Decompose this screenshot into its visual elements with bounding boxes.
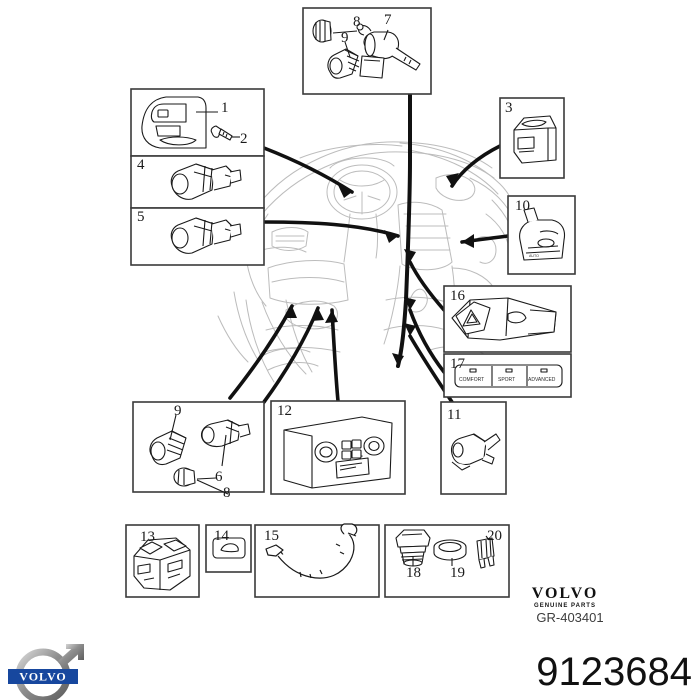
callout-9-lower: 9 — [174, 403, 182, 419]
callout-19: 19 — [450, 565, 465, 581]
part-box-harness — [254, 523, 380, 598]
part-box-switch-5 — [130, 207, 265, 266]
callout-14: 14 — [214, 528, 229, 544]
callout-7: 7 — [384, 12, 392, 28]
part-box-drive-mode: COMFORT SPORT ADVANCED — [443, 353, 572, 398]
callout-5: 5 — [137, 209, 145, 225]
drive-mode-advanced-label: ADVANCED — [528, 377, 556, 383]
part-box-lighter-parts — [132, 401, 265, 493]
callout-20: 20 — [487, 528, 502, 544]
callout-13: 13 — [140, 529, 155, 545]
part-box-ignition — [302, 7, 432, 95]
volvo-logo-text: VOLVO — [19, 670, 66, 684]
footer-bar: VOLVO 9123684 — [0, 644, 700, 700]
part-box-window-block — [125, 524, 200, 598]
callout-2: 2 — [240, 131, 248, 147]
callout-12: 12 — [277, 403, 292, 419]
brand-genuine-parts-text: GENUINE PARTS — [534, 603, 596, 609]
callout-8: 8 — [353, 14, 361, 30]
callout-1: 1 — [221, 100, 229, 116]
reference-code: GR-403401 — [536, 610, 604, 625]
callout-6: 6 — [215, 469, 223, 485]
leader-arrowheads — [284, 173, 474, 366]
part-box-brake-switch — [440, 401, 507, 495]
callout-18: 18 — [406, 565, 421, 581]
drive-mode-sport-label: SPORT — [498, 377, 515, 383]
part-box-headlight-switch: AUTO — [507, 195, 576, 275]
part-box-hazard-switch — [443, 285, 572, 353]
callout-9: 9 — [341, 30, 349, 46]
volvo-logo: VOLVO — [8, 644, 84, 700]
callout-17: 17 — [450, 356, 465, 372]
callout-3: 3 — [505, 100, 513, 116]
part-box-tailgate-button — [205, 524, 252, 573]
brand-volvo-text: VOLVO — [531, 585, 599, 602]
part-number: 9123684 — [536, 650, 692, 694]
part-box-window-switch — [499, 97, 565, 179]
callout-8-lower: 8 — [223, 485, 231, 501]
callout-4: 4 — [137, 157, 145, 173]
volvo-genuine-parts-mark: VOLVO GENUINE PARTS — [505, 585, 625, 610]
part-box-climate-control — [270, 400, 406, 495]
callout-16: 16 — [450, 288, 465, 304]
part-box-switch-4 — [130, 155, 265, 209]
headlight-switch-label: AUTO — [529, 254, 539, 258]
dashboard-illustration — [217, 141, 520, 383]
exploded-parts-diagram: AUTO — [125, 7, 576, 598]
drive-mode-comfort-label: COMFORT — [459, 377, 484, 383]
callout-10: 10 — [515, 198, 530, 214]
callout-15: 15 — [264, 528, 279, 544]
callout-11: 11 — [447, 407, 462, 423]
